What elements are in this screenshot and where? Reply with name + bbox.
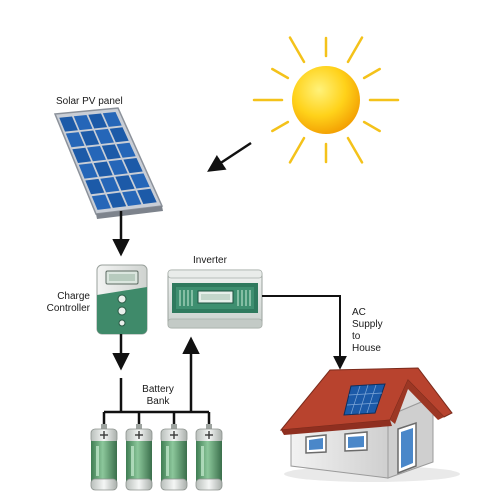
solar-panel-label: Solar PV panel	[56, 96, 123, 107]
battery-icon	[90, 424, 118, 491]
charge-controller-label-line1: Charge	[57, 291, 90, 302]
ac-supply-label-line3: to	[352, 331, 361, 342]
battery-bank-label-line1: Battery	[142, 384, 174, 395]
house-icon	[279, 367, 460, 482]
controller-button-icon	[117, 306, 127, 316]
sun-icon	[252, 36, 400, 164]
charge-controller-label-line2: Controller	[46, 303, 90, 314]
sun-ray	[288, 136, 306, 164]
controller-button-icon	[117, 294, 127, 304]
roof-solar-panel	[343, 383, 386, 416]
panel-cell	[59, 116, 78, 132]
panel-cell	[123, 158, 143, 174]
sun-ray	[271, 120, 290, 133]
panel-cell	[87, 146, 106, 162]
panel-cell	[93, 161, 113, 177]
battery-bank	[90, 424, 223, 491]
sun-ray	[346, 36, 364, 64]
panel-cell	[101, 144, 121, 160]
charge-controller	[96, 264, 148, 335]
panel-cell	[115, 175, 135, 191]
panel-cell	[73, 115, 93, 131]
panel-cell	[91, 194, 111, 210]
house-window	[344, 431, 368, 452]
solar-pv-panel	[53, 107, 164, 219]
panel-cell	[80, 130, 100, 146]
panel-cell	[95, 128, 114, 144]
panel-cell	[78, 163, 98, 179]
ac-supply-label-line4: House	[352, 343, 381, 354]
sunlight-arrow	[207, 141, 252, 172]
controller-button-icon	[118, 319, 126, 327]
panel-cell	[108, 159, 128, 175]
house-window	[305, 434, 327, 454]
panel-cell	[85, 178, 105, 195]
sun-ray	[271, 67, 290, 80]
ac-supply-line	[262, 295, 347, 370]
panel-cell	[72, 147, 92, 163]
panel-cell	[102, 112, 122, 127]
panel-cell	[109, 127, 129, 143]
ac-supply-label-line1: AC	[352, 307, 366, 318]
battery-icon	[125, 424, 153, 491]
sun-disc	[292, 66, 360, 134]
battery-icon	[195, 424, 223, 491]
inverter	[167, 269, 263, 329]
battery-bank-label-line2: Bank	[146, 396, 170, 407]
sun-ray	[288, 36, 306, 64]
panel-cell	[88, 113, 108, 129]
battery-bus-wiring	[102, 378, 211, 425]
panel-cell	[137, 188, 157, 204]
panel-cell-grid	[59, 112, 157, 210]
panel-cell	[130, 173, 150, 189]
panel-cell	[106, 192, 127, 208]
battery-icon	[160, 424, 188, 491]
ac-supply-label-line2: Supply	[352, 319, 383, 330]
sun-ray	[346, 136, 364, 164]
sun-rays	[252, 36, 400, 164]
sun-ray	[362, 67, 381, 80]
panel-cell	[116, 142, 136, 158]
panel-cell	[122, 190, 142, 206]
sun-ray	[362, 120, 381, 133]
inverter-label: Inverter	[193, 255, 227, 266]
panel-cell	[100, 177, 120, 193]
house-door	[397, 421, 417, 475]
panel-cell	[65, 132, 85, 148]
